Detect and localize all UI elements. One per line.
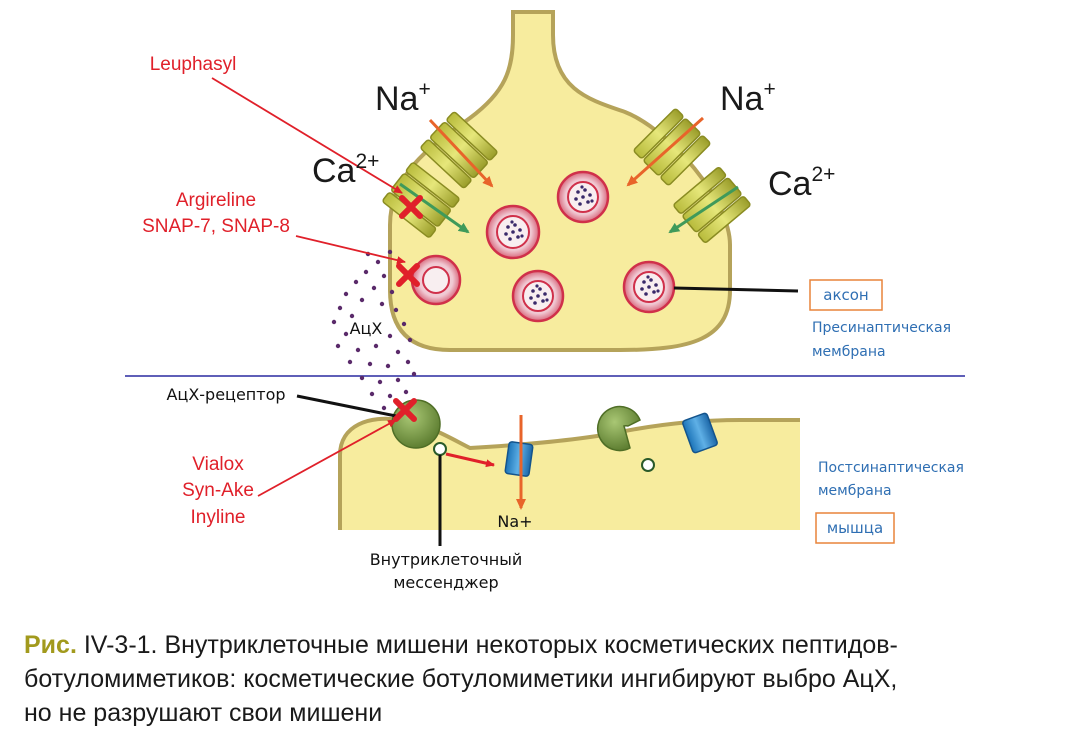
vesicle-2 [485,204,541,260]
na-channel-postsynaptic-2 [682,412,718,454]
argireline-pointer [295,235,406,265]
ca-label-left: Ca2+ [312,150,379,190]
inyline-label: Inyline [191,507,246,528]
na-flow-arrow-left [428,118,494,188]
ca-label-right: Ca2+ [768,163,835,203]
caption-line-1: IV-3-1. Внутриклеточные мишени некоторых… [76,631,898,659]
presynaptic-label-1: Пресинаптическая [812,320,951,336]
ca-flow-arrow-left [399,182,470,234]
messenger-label-2: мессенджер [393,573,498,592]
na-bottom-label: Na+ [497,512,532,531]
released-ach-dots [331,249,417,411]
na-channel-postsynaptic [504,441,534,477]
leuphasyl-pointer [211,77,403,194]
vialox-pointer [257,419,397,497]
presynaptic-label-2: мембрана [812,344,886,360]
ach-label: АцХ [350,319,383,338]
argireline-label: Argireline [176,190,256,211]
caption-line-2: ботуломиметиков: косметические ботуломим… [24,665,898,693]
synake-label: Syn-Ake [182,480,254,501]
ca-flow-arrow-right [668,185,739,234]
na-flow-arrow-right [626,116,704,187]
messenger-label-1: Внутриклеточный [370,550,523,569]
axon-box [809,279,883,311]
ach-receptor-label: АцХ-рецептор [166,385,285,404]
muscle-label: мышца [827,519,883,537]
caption-lead: Рис. [24,631,77,659]
postsynaptic-muscle [340,418,800,530]
vesicle-4 [622,260,676,314]
receptor-pointer [296,394,397,418]
ach-receptor-free [596,405,655,472]
axon-pointer [673,286,799,293]
caption-line-3: но не разрушают свои мишени [24,699,383,727]
axon-label: аксон [823,286,868,304]
muscle-box [815,512,895,544]
docked-vesicle [410,254,462,306]
messenger-arrow [445,452,495,468]
postsynaptic-label-1: Постсинаптическая [818,460,964,476]
vialox-label: Vialox [192,454,244,475]
postsynaptic-membrane [338,416,800,530]
leuphasyl-label: Leuphasyl [150,54,237,75]
figure-caption: Рис. IV-3-1. Внутриклеточные мишени неко… [24,628,1054,730]
vesicle-1 [556,170,610,224]
postsynaptic-label-2: мембрана [818,483,892,499]
synapse-diagram: Na+ Na+ Ca2+ Ca2+ Leuphasyl Argireline S… [125,10,965,592]
na-label-right: Na+ [720,78,776,118]
vesicle-3 [511,269,565,323]
snap-label: SNAP-7, SNAP-8 [142,216,290,237]
na-label-left: Na+ [375,78,431,118]
